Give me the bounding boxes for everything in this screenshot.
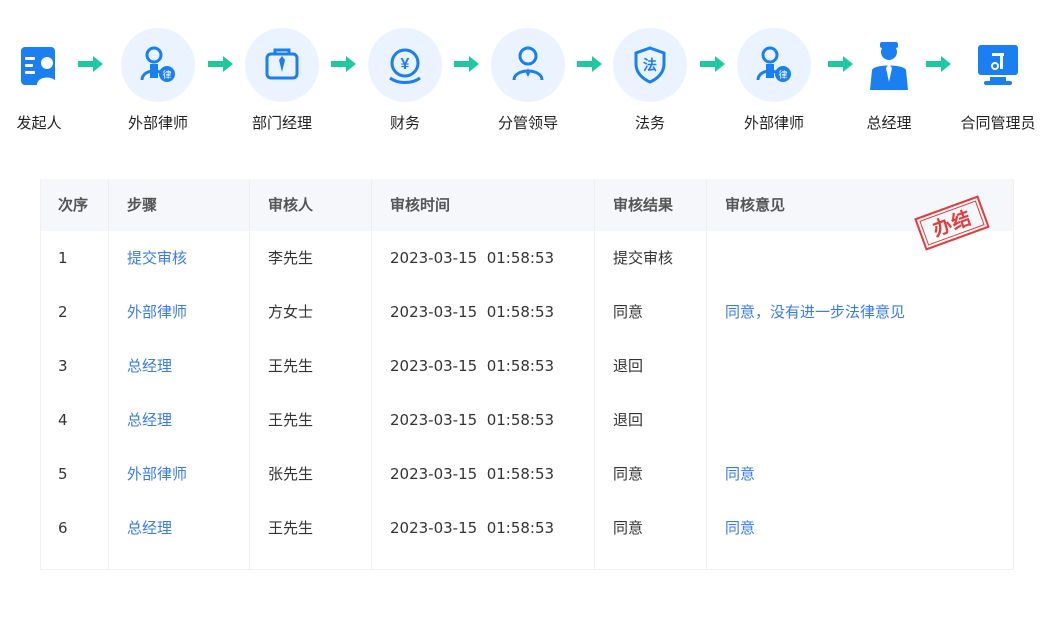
cell-comment: 同意	[725, 465, 756, 483]
table-row: 3 总经理 王先生 2023-03-15 01:58:53 退回	[41, 339, 1013, 393]
column-divider	[249, 179, 250, 569]
cell-reviewer: 张先生	[268, 465, 314, 483]
cell-order: 4	[58, 411, 68, 429]
contract-admin-monitor-icon	[961, 28, 1035, 102]
arrow-right-icon	[331, 56, 356, 72]
general-manager-icon	[852, 28, 926, 102]
table-header	[41, 179, 1013, 231]
flow-step-label: 外部律师	[743, 114, 804, 132]
cell-reviewer: 王先生	[268, 411, 314, 429]
approval-record-table: 次序 步骤 审核人 审核时间 审核结果 审核意见 1 提交审核 李先生 2023…	[40, 179, 1014, 570]
cell-result: 提交审核	[613, 249, 674, 267]
cell-reviewer: 王先生	[268, 357, 314, 375]
table-row: 6 总经理 王先生 2023-03-15 01:58:53 同意 同意	[41, 501, 1013, 555]
cell-order: 1	[58, 249, 68, 267]
cell-step-link[interactable]: 提交审核	[127, 249, 188, 267]
arrow-right-icon	[828, 56, 853, 72]
cell-order: 6	[58, 519, 68, 537]
cell-result: 同意	[613, 519, 644, 537]
cell-order: 2	[58, 303, 68, 321]
table-row: 2 外部律师 方女士 2023-03-15 01:58:53 同意 同意，没有进…	[41, 285, 1013, 339]
cell-reviewer: 王先生	[268, 519, 314, 537]
arrow-right-icon	[700, 56, 725, 72]
header-result: 审核结果	[613, 196, 674, 214]
cell-comment: 同意，没有进一步法律意见	[725, 303, 906, 321]
header-time: 审核时间	[390, 196, 451, 214]
cell-order: 3	[58, 357, 68, 375]
svg-text:法: 法	[643, 57, 657, 73]
lawyer-icon: 律	[121, 28, 195, 102]
cell-time: 2023-03-15 01:58:53	[390, 411, 555, 429]
flow-step-dept-manager[interactable]: 部门经理	[222, 28, 342, 133]
flow-step-external-lawyer-2[interactable]: 律 外部律师	[714, 28, 834, 133]
finance-yen-icon: ¥	[368, 28, 442, 102]
cell-comment: 同意	[725, 519, 756, 537]
arrow-right-icon	[208, 56, 233, 72]
arrow-right-icon	[78, 56, 103, 72]
cell-time: 2023-03-15 01:58:53	[390, 519, 555, 537]
flow-step-label: 总经理	[866, 114, 912, 132]
header-step: 步骤	[127, 196, 158, 214]
cell-step-link[interactable]: 外部律师	[127, 465, 188, 483]
cell-result: 退回	[613, 411, 644, 429]
flow-step-label: 法务	[634, 114, 665, 132]
arrow-right-icon	[926, 56, 951, 72]
arrow-right-icon	[577, 56, 602, 72]
cell-reviewer: 方女士	[268, 303, 314, 321]
flow-step-leader[interactable]: 分管领导	[468, 28, 588, 133]
table-row: 5 外部律师 张先生 2023-03-15 01:58:53 同意 同意	[41, 447, 1013, 501]
cell-time: 2023-03-15 01:58:53	[390, 303, 555, 321]
column-divider	[108, 179, 109, 569]
flow-step-label: 外部律师	[127, 114, 188, 132]
flow-step-general-manager[interactable]: 总经理	[829, 28, 949, 133]
svg-text:律: 律	[778, 69, 787, 80]
table-row: 1 提交审核 李先生 2023-03-15 01:58:53 提交审核	[41, 231, 1013, 285]
header-reviewer: 审核人	[268, 196, 314, 214]
manager-tie-icon	[245, 28, 319, 102]
flow-step-label: 部门经理	[251, 114, 312, 132]
table-row: 4 总经理 王先生 2023-03-15 01:58:53 退回	[41, 393, 1013, 447]
arrow-right-icon	[454, 56, 479, 72]
flow-step-label: 合同管理员	[960, 114, 1036, 132]
flow-step-initiator[interactable]: 发起人	[0, 28, 99, 133]
cell-reviewer: 李先生	[268, 249, 314, 267]
cell-step-link[interactable]: 总经理	[127, 357, 173, 375]
flow-step-finance[interactable]: ¥ 财务	[345, 28, 465, 133]
svg-text:¥: ¥	[401, 56, 410, 73]
legal-shield-icon: 法	[613, 28, 687, 102]
flow-step-label: 财务	[389, 114, 420, 132]
cell-result: 退回	[613, 357, 644, 375]
approval-flow: 发起人 律 外部律师 部门经理	[0, 0, 1050, 150]
cell-time: 2023-03-15 01:58:53	[390, 357, 555, 375]
initiator-card-icon	[2, 28, 76, 102]
cell-time: 2023-03-15 01:58:53	[390, 465, 555, 483]
cell-step-link[interactable]: 外部律师	[127, 303, 188, 321]
column-divider	[371, 179, 372, 569]
cell-result: 同意	[613, 465, 644, 483]
flow-step-legal[interactable]: 法 法务	[590, 28, 710, 133]
header-comment: 审核意见	[725, 196, 786, 214]
cell-step-link[interactable]: 总经理	[127, 411, 173, 429]
flow-step-label: 发起人	[16, 114, 62, 132]
flow-step-contract-admin[interactable]: 合同管理员	[938, 28, 1050, 133]
lawyer-icon: 律	[737, 28, 811, 102]
cell-order: 5	[58, 465, 68, 483]
cell-step-link[interactable]: 总经理	[127, 519, 173, 537]
leader-person-icon	[491, 28, 565, 102]
column-divider	[594, 179, 595, 569]
svg-text:律: 律	[162, 69, 171, 80]
cell-time: 2023-03-15 01:58:53	[390, 249, 555, 267]
header-order: 次序	[58, 196, 89, 214]
flow-step-external-lawyer[interactable]: 律 外部律师	[98, 28, 218, 133]
flow-step-label: 分管领导	[497, 114, 558, 132]
cell-result: 同意	[613, 303, 644, 321]
column-divider	[706, 179, 707, 569]
